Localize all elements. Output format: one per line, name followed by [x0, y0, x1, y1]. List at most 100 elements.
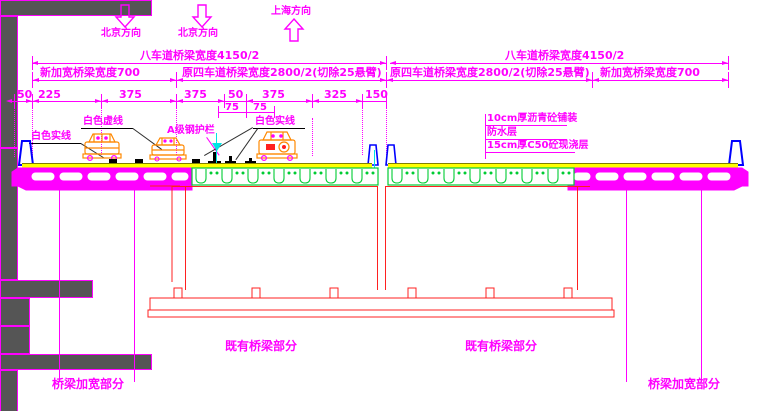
dim-level3-arrow-f — [170, 98, 176, 103]
dim-level3-tick-2 — [101, 94, 102, 108]
dim-level3-value-4: 50 — [228, 88, 244, 101]
dim-level2-label-3: 新加宽桥梁宽度700 — [600, 66, 700, 79]
dim-level3-tick-3 — [176, 94, 177, 108]
pavement-layer-label-1: 防水层 — [487, 127, 517, 138]
pier-left-centerline-a — [59, 186, 60, 382]
dim-level2-arrow-2a — [387, 77, 393, 82]
part-label-widening-left: 桥梁加宽部分 — [52, 377, 125, 391]
existing-soffit-left — [172, 186, 377, 187]
annotation-steel-guardrail: A级钢护栏 — [167, 125, 215, 136]
direction-arrow-beijing-2-label: 北京方向 — [178, 28, 218, 39]
centerline-arrow-cyan — [210, 140, 224, 152]
girder-right-widening — [567, 167, 749, 194]
pavement-layer-underline-0 — [485, 125, 567, 126]
dim-level3-value-0: 50 — [17, 88, 33, 101]
dim-level3-value-2: 375 — [119, 88, 142, 101]
dim-level3-arrow-g — [177, 98, 183, 103]
dim-level2-arrow-3b — [722, 77, 728, 82]
pavement-layer-label-0: 10cm厚沥青砼铺装 — [487, 113, 578, 124]
dim-level4-value-1: 75 — [253, 102, 267, 113]
pavement-layer-underline-1 — [485, 139, 567, 140]
dim-level3-tick-4 — [224, 94, 225, 108]
annotation-white-dashed: 白色虚线 — [83, 116, 123, 127]
part-label-widening-right: 桥梁加宽部分 — [648, 377, 721, 391]
dim-level1-left-line — [32, 63, 386, 64]
dim-level4-tick-0 — [218, 106, 219, 118]
pier-left-pilecap-a — [0, 298, 30, 326]
pier-right-centerline-a — [626, 186, 627, 382]
dim-level2-label-1: 原四车道桥梁宽度2800/2(切除25悬臂) — [182, 66, 382, 79]
dim-level3-tick-1 — [32, 94, 33, 108]
existing-wall-pier-right-a — [385, 186, 386, 290]
dim-level3-value-6: 325 — [324, 88, 347, 101]
dim-level2-tick-1 — [176, 72, 177, 88]
pavement-layer-underline-2 — [485, 152, 575, 153]
dim-level2-tick-0 — [32, 72, 33, 88]
vehicle-sedan-middle — [148, 136, 188, 162]
dim-level3-arrow-i — [247, 98, 253, 103]
guardrail-post-1 — [213, 152, 216, 164]
annotation-white-solid-right-underline — [253, 128, 305, 129]
dim-level1-left-arrow-end — [380, 60, 386, 65]
dim-level2-tick-4 — [728, 72, 729, 88]
dim-level3-tick-6 — [312, 94, 313, 108]
vehicle-sedan-left — [81, 130, 123, 162]
existing-wall-pier-right-b — [577, 186, 578, 290]
ext-line-3 — [101, 105, 102, 155]
dim-level3-value-7: 150 — [365, 88, 388, 101]
direction-arrow-beijing-2 — [191, 4, 213, 29]
dim-level3-tick-0 — [14, 94, 15, 108]
pier-left-tie-beam — [0, 280, 93, 298]
annotation-white-solid-right-leader-b — [235, 128, 258, 161]
dim-level3-arrow-l — [356, 98, 362, 103]
annotation-white-dashed-underline — [81, 128, 133, 129]
dim-level3-tick-7 — [362, 94, 363, 108]
dim-level2-arrow-3a — [593, 77, 599, 82]
dim-level3-arrow-h — [218, 98, 224, 103]
annotation-white-solid-left: 白色实线 — [31, 131, 71, 142]
pier-left-centerline-b — [134, 186, 135, 382]
pavement-callout-leader — [485, 114, 486, 159]
vehicle-van-right — [256, 128, 298, 162]
dim-level3-value-3: 375 — [184, 88, 207, 101]
dim-level3-tick-5 — [246, 94, 247, 108]
pier-right-column-a — [0, 370, 18, 411]
existing-pier-detail-left — [150, 182, 182, 290]
dim-level2-label-0: 新加宽桥梁宽度700 — [40, 66, 140, 79]
dim-level1-right-arrow-start — [390, 60, 396, 65]
dim-level1-right-label: 八车道桥梁宽度4150/2 — [505, 49, 625, 62]
dim-level2-arrow-1a — [177, 77, 183, 82]
ext-line-7 — [386, 105, 387, 155]
dim-level3-line — [10, 101, 386, 102]
direction-arrow-shanghai-label: 上海方向 — [271, 6, 311, 17]
dim-level3-arrow-b — [26, 98, 32, 103]
existing-wall-pier-left-b — [377, 186, 378, 290]
ext-line-1 — [14, 105, 15, 157]
pier-right-cap-beam — [0, 354, 152, 370]
girder-left-widening — [11, 167, 193, 194]
pavement-layer-label-2: 15cm厚C50砼现浇层 — [487, 140, 589, 151]
existing-soffit-right — [385, 186, 590, 187]
dim-level1-left-arrow-start — [32, 60, 38, 65]
dim-level2-tick-3 — [592, 72, 593, 88]
direction-arrow-shanghai — [283, 17, 305, 42]
dim-level2-arrow-0b — [170, 77, 176, 82]
dim-level1-right-arrow-end — [722, 60, 728, 65]
barrier-median-left — [366, 144, 380, 167]
pier-left-cap-beam — [0, 0, 152, 16]
direction-arrow-beijing-1 — [114, 4, 136, 29]
annotation-white-solid-right: 白色实线 — [255, 116, 295, 127]
ext-line-2 — [32, 105, 33, 157]
ext-line-4 — [176, 105, 177, 155]
girder-existing-right — [387, 167, 575, 186]
pier-left-pilecap-b — [0, 326, 30, 354]
dim-level4-tick-2 — [274, 106, 275, 118]
dim-level3-value-1: 225 — [38, 88, 61, 101]
girder-existing-left — [191, 167, 379, 186]
dim-level1-left-label: 八车道桥梁宽度4150/2 — [140, 49, 260, 62]
dim-level2-arrow-1b — [380, 77, 386, 82]
dim-level3-arrow-a — [6, 98, 12, 103]
ext-line-6 — [362, 105, 363, 155]
pier-right-centerline-b — [701, 186, 702, 382]
